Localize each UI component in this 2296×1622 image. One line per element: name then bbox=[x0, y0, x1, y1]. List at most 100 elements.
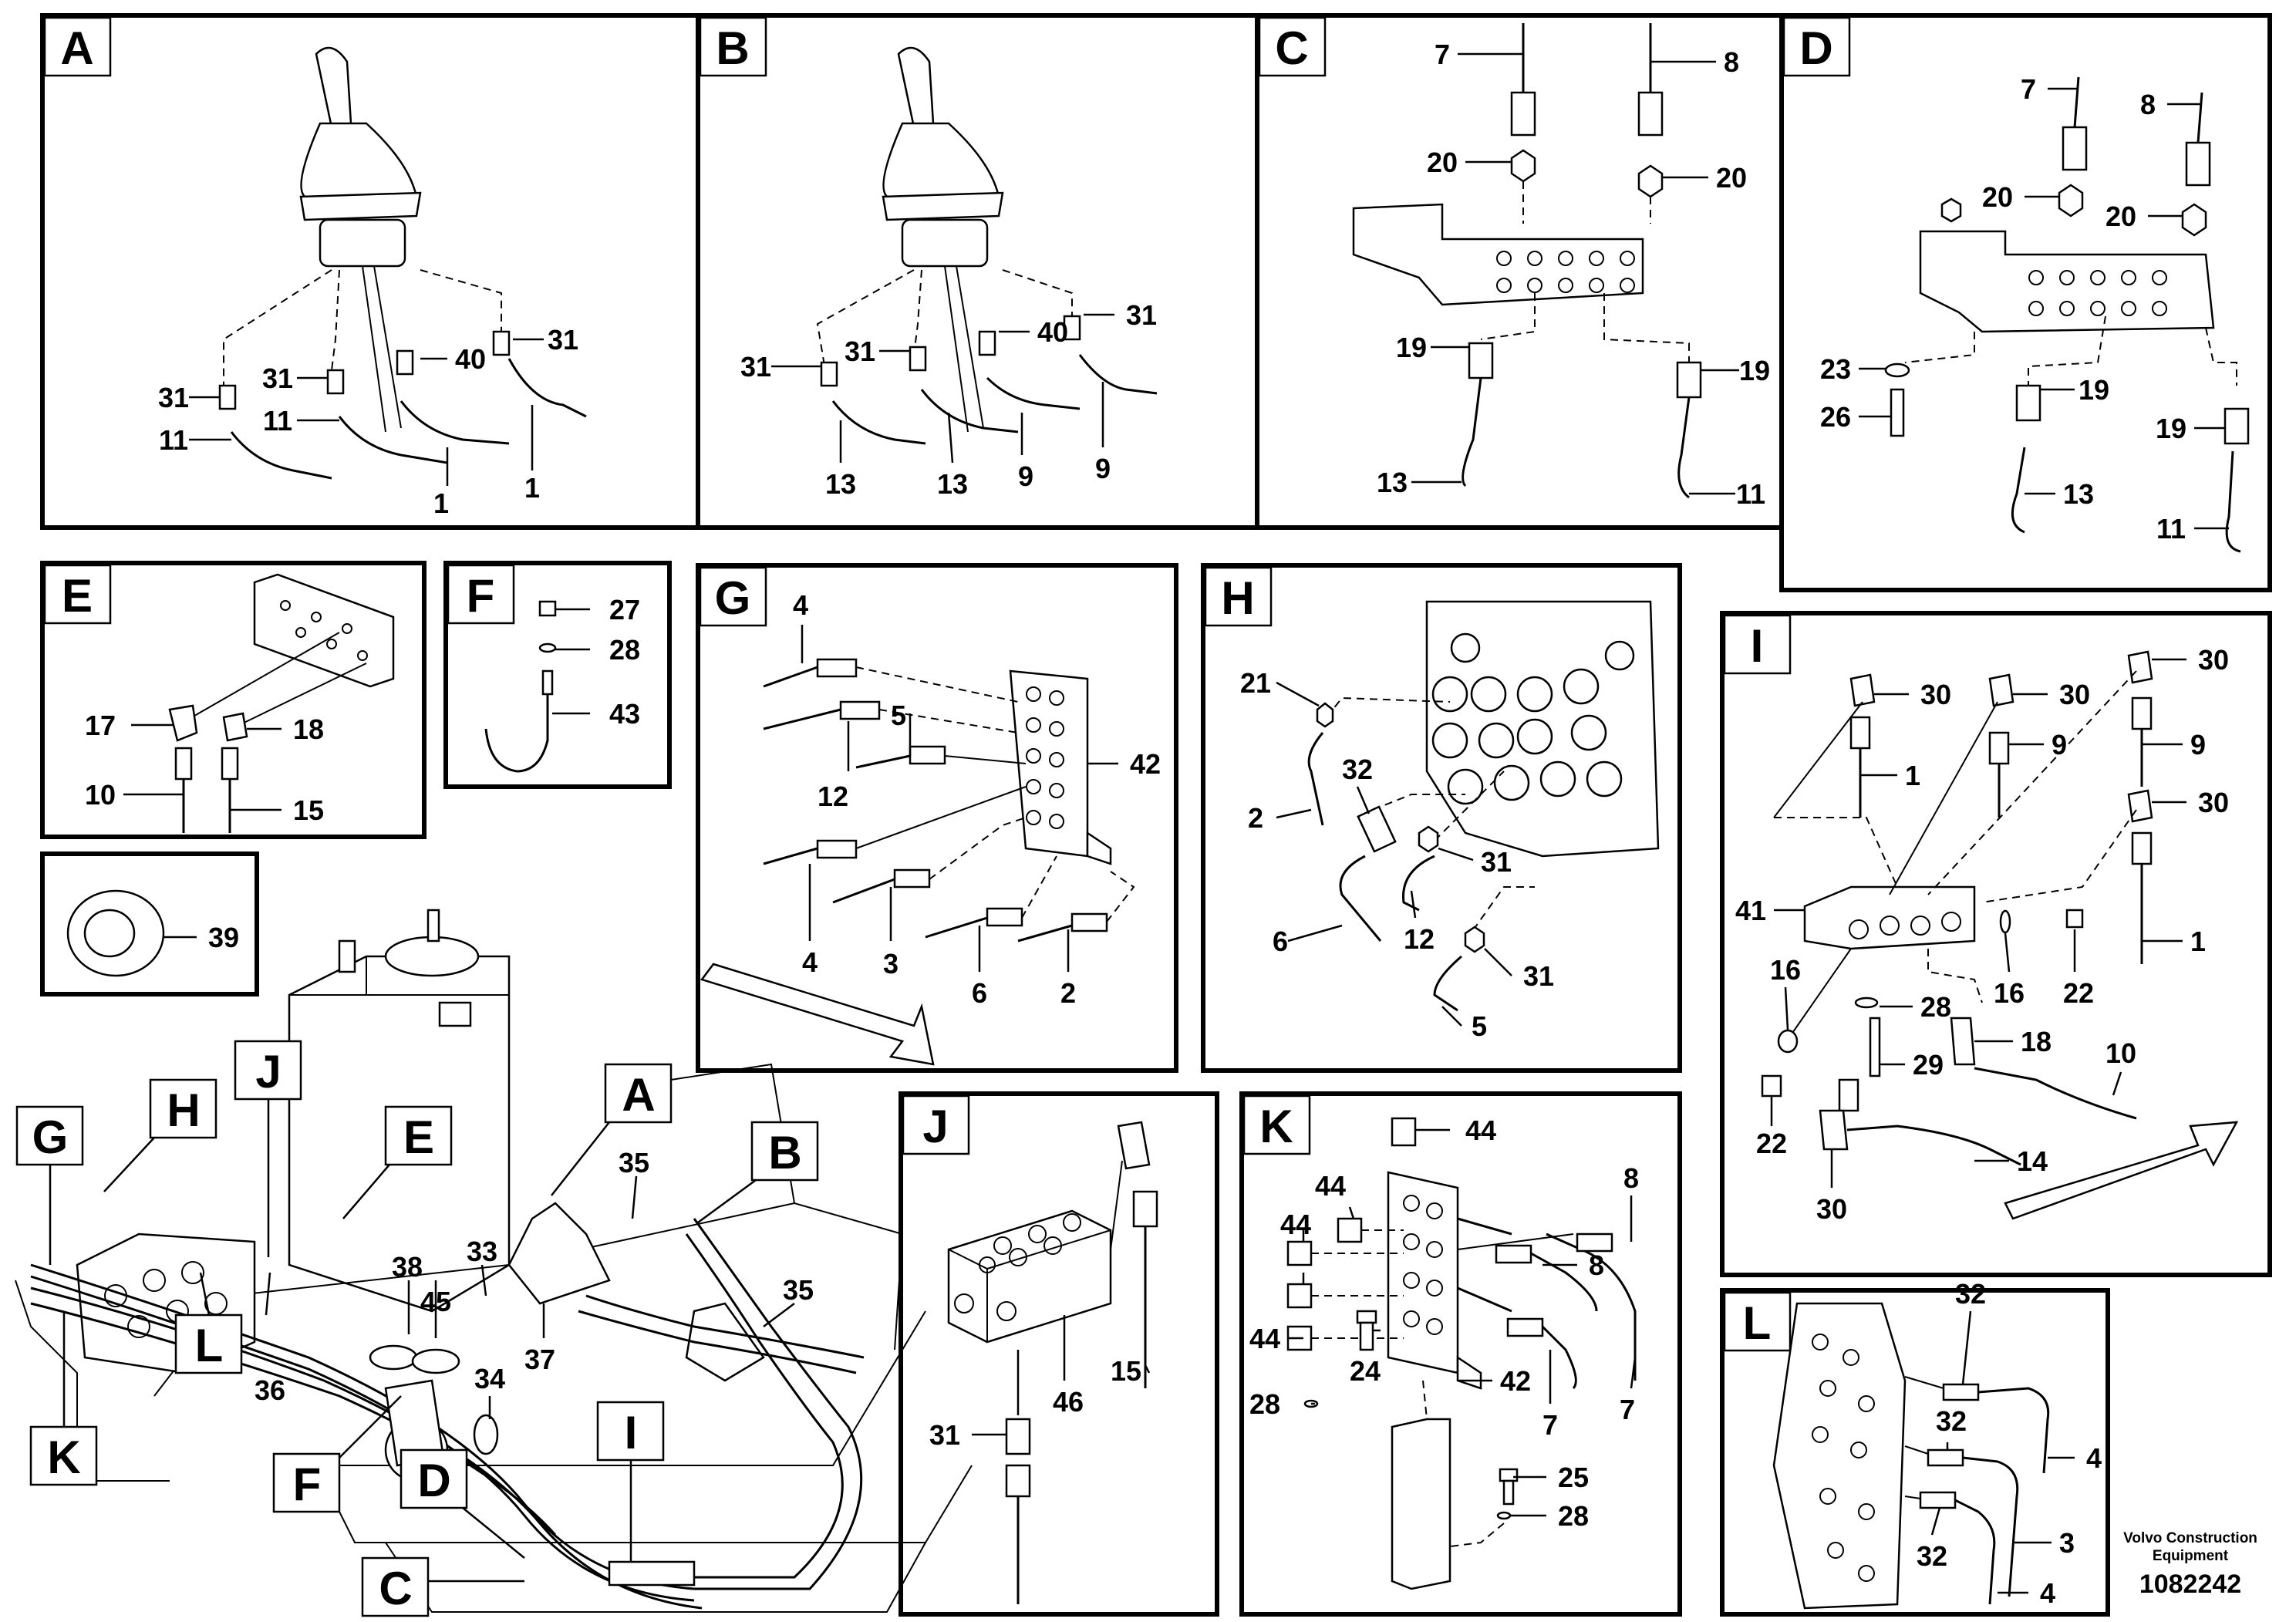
callout: 42 bbox=[1130, 748, 1161, 780]
callout: 43 bbox=[609, 698, 640, 730]
callout: 13 bbox=[2063, 478, 2094, 510]
panel-h: H 21 32 2 6 12 31 31 5 bbox=[1201, 563, 1682, 1073]
callout: 30 bbox=[1816, 1193, 1847, 1225]
overview-label-k: K bbox=[29, 1311, 98, 1486]
callout: 31 bbox=[740, 351, 771, 383]
overview-label-h: H bbox=[103, 1078, 217, 1192]
callout: 9 bbox=[2190, 729, 2206, 760]
callout: 32 bbox=[1955, 1278, 1986, 1310]
svg-text:E: E bbox=[403, 1111, 434, 1163]
callout: 22 bbox=[2063, 977, 2094, 1009]
callout: 31 bbox=[1126, 299, 1157, 331]
svg-text:F: F bbox=[293, 1458, 322, 1510]
panel-l-label: L bbox=[1743, 1297, 1772, 1349]
callout: 1 bbox=[524, 472, 540, 504]
callout: 33 bbox=[467, 1236, 497, 1267]
callout: 44 bbox=[1465, 1114, 1496, 1146]
callout: 3 bbox=[2059, 1527, 2075, 1559]
svg-text:B: B bbox=[768, 1127, 801, 1179]
callout: 34 bbox=[474, 1363, 505, 1394]
callout: 31 bbox=[158, 382, 189, 413]
callout: 12 bbox=[818, 781, 848, 812]
callout: 29 bbox=[1913, 1049, 1944, 1081]
callout: 31 bbox=[548, 324, 578, 356]
callout: 44 bbox=[1315, 1170, 1346, 1202]
svg-text:D: D bbox=[417, 1455, 450, 1506]
callout: 17 bbox=[85, 710, 116, 741]
grommet-detail: 39 bbox=[40, 851, 259, 996]
panel-h-label: H bbox=[1221, 572, 1254, 624]
callout: 30 bbox=[2198, 787, 2229, 818]
callout: 5 bbox=[891, 700, 906, 731]
callout: 10 bbox=[2106, 1037, 2136, 1069]
callout: 31 bbox=[1481, 846, 1512, 878]
callout: 13 bbox=[1377, 467, 1408, 498]
callout: 8 bbox=[1589, 1249, 1604, 1281]
panel-e: E 17 18 10 15 bbox=[40, 561, 426, 839]
svg-text:L: L bbox=[195, 1320, 224, 1371]
callout: 14 bbox=[2017, 1145, 2048, 1177]
callout: 8 bbox=[2140, 89, 2156, 120]
callout: 5 bbox=[1472, 1010, 1487, 1042]
callout: 19 bbox=[1739, 355, 1770, 386]
panel-e-label: E bbox=[62, 570, 93, 622]
callout: 1 bbox=[2190, 926, 2206, 957]
callout: 12 bbox=[1404, 923, 1435, 955]
callout: 38 bbox=[392, 1251, 423, 1283]
callout: 13 bbox=[937, 468, 968, 500]
panel-a: A 31 31 40 31 11 11 1 1 bbox=[40, 13, 700, 530]
panel-k: K bbox=[1239, 1091, 1682, 1617]
callout: 2 bbox=[1248, 802, 1263, 834]
overview-label-b: B bbox=[697, 1121, 819, 1224]
callout: 6 bbox=[1273, 926, 1288, 957]
callout: 20 bbox=[1716, 162, 1747, 194]
callout: 32 bbox=[1936, 1405, 1967, 1437]
callout: 8 bbox=[1623, 1162, 1639, 1194]
callout: 4 bbox=[802, 946, 818, 978]
callout: 2 bbox=[1060, 977, 1076, 1009]
panel-g-label: G bbox=[715, 572, 751, 624]
callout: 3 bbox=[883, 948, 899, 980]
callout: 46 bbox=[1053, 1386, 1084, 1418]
callout: 20 bbox=[2106, 201, 2136, 232]
panel-i: I bbox=[1720, 611, 2272, 1277]
callout: 44 bbox=[1280, 1209, 1311, 1240]
overview-label-i: I bbox=[596, 1401, 665, 1562]
overview-label-a: A bbox=[551, 1063, 673, 1196]
callout: 28 bbox=[609, 634, 640, 666]
panel-a-label: A bbox=[60, 22, 93, 74]
callout: 31 bbox=[845, 336, 875, 367]
panel-b-label: B bbox=[716, 22, 749, 74]
brand-label: Volvo Construction Equipment bbox=[2113, 1529, 2267, 1565]
callout: 35 bbox=[783, 1274, 814, 1306]
callout: 20 bbox=[1982, 181, 2013, 213]
panel-b: B 31 31 40 31 13 13 9 9 bbox=[696, 13, 1259, 530]
callout: 11 bbox=[2156, 513, 2186, 545]
callout: 31 bbox=[929, 1419, 960, 1451]
brand-line-2: Equipment bbox=[2152, 1548, 2229, 1564]
overview-label-c: C bbox=[361, 1556, 524, 1617]
callout: 32 bbox=[1917, 1540, 1947, 1572]
callout: 35 bbox=[619, 1147, 649, 1179]
callout: 7 bbox=[1542, 1409, 1558, 1441]
svg-text:J: J bbox=[255, 1046, 281, 1098]
callout: 30 bbox=[2059, 679, 2090, 710]
callout: 31 bbox=[262, 363, 293, 394]
callout: 1 bbox=[433, 487, 449, 519]
panel-l: L 32 32 32 4 3 4 bbox=[1720, 1278, 2110, 1617]
drawing-number: 1082242 bbox=[2139, 1570, 2242, 1599]
callout: 9 bbox=[1018, 460, 1033, 492]
callout: 28 bbox=[1920, 991, 1951, 1023]
callout: 37 bbox=[524, 1344, 555, 1375]
callout: 36 bbox=[255, 1374, 285, 1406]
callout: 23 bbox=[1820, 353, 1851, 385]
callout: 45 bbox=[420, 1286, 451, 1317]
callout: 19 bbox=[2156, 413, 2186, 444]
callout: 26 bbox=[1820, 401, 1851, 433]
callout: 22 bbox=[1756, 1128, 1787, 1159]
callout: 15 bbox=[293, 794, 324, 826]
callout: 28 bbox=[1249, 1388, 1280, 1420]
callout: 21 bbox=[1240, 667, 1271, 699]
callout: 6 bbox=[972, 977, 987, 1009]
